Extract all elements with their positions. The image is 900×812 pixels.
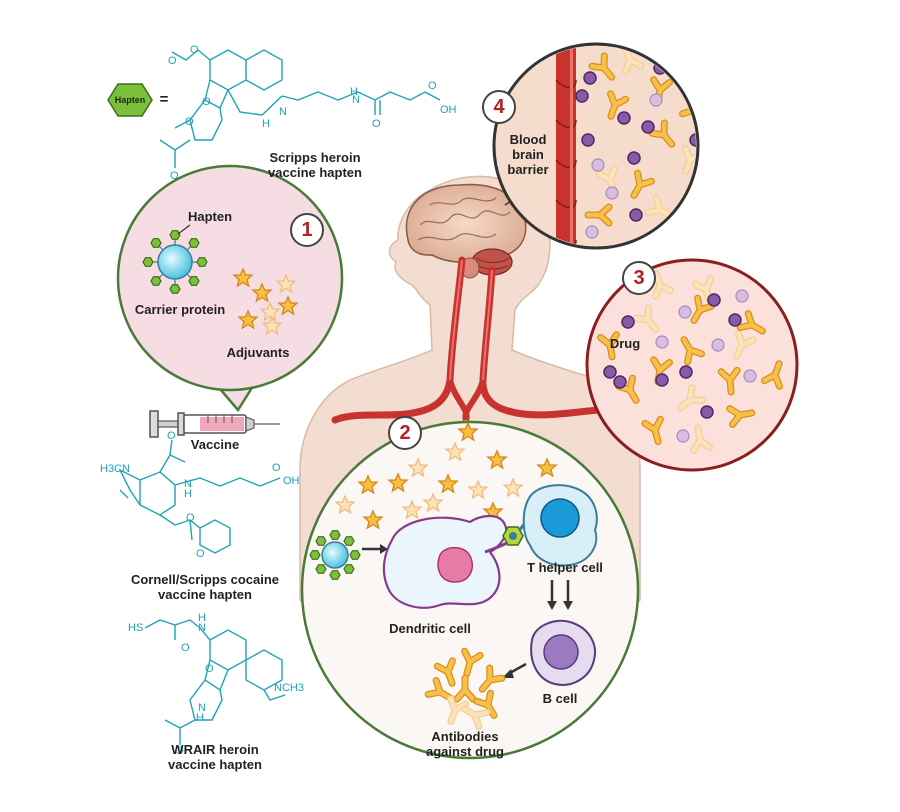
- dendritic-cell-label: Dendritic cell: [389, 621, 471, 636]
- scripps-heroin-caption: Scripps heroin vaccine hapten: [268, 150, 362, 180]
- cocaine-atom-o3: O: [186, 512, 195, 524]
- adjuvants-label: Adjuvants: [226, 345, 290, 360]
- cocaine-atom-oh: OH: [283, 475, 300, 487]
- step-4-badge: 4: [482, 90, 516, 124]
- scripps-atom-o2: O: [168, 55, 177, 67]
- carrier-protein-with-haptens: [142, 230, 208, 294]
- cocaine-atom-o1: O: [167, 430, 176, 442]
- antibodies-label: Antibodies against drug: [425, 729, 504, 759]
- cocaine-atom-o4: O: [196, 548, 205, 560]
- scripps-atom-h1: H: [262, 118, 270, 130]
- step-3-badge: 3: [622, 261, 656, 295]
- cocaine-atom-h3c: H3C: [100, 463, 123, 475]
- hapten-label: Hapten: [187, 209, 233, 224]
- wrair-atom-h2: H: [196, 712, 204, 724]
- dendritic-nucleus: [437, 546, 474, 583]
- scripps-heroin-structure: [159, 49, 441, 168]
- cocaine-atom-o2: O: [272, 462, 281, 474]
- wrair-heroin-structure: [144, 619, 286, 745]
- wrair-atom-o2: O: [205, 663, 214, 675]
- cocaine-atom-n2: N: [184, 478, 192, 490]
- wrair-atom-n2: N: [198, 702, 206, 714]
- wrair-atom-o3: O: [175, 745, 184, 757]
- scripps-atom-o3: O: [202, 96, 211, 108]
- scripps-atom-o5: O: [372, 118, 381, 130]
- hapten-badge: [107, 83, 153, 117]
- scripps-atom-o6: O: [428, 80, 437, 92]
- scripps-atom-o4: O: [185, 116, 194, 128]
- wrair-atom-n1: N: [198, 622, 206, 634]
- wrair-atom-h1: H: [198, 612, 206, 624]
- vaccine-components-panel: [116, 164, 344, 392]
- step-1-badge: 1: [290, 213, 324, 247]
- wrair-atom-o1: O: [181, 642, 190, 654]
- cocaine-atom-n1: N: [122, 463, 130, 475]
- wrair-atom-hs: HS: [128, 622, 144, 634]
- step-2-badge: 2: [388, 416, 422, 450]
- scripps-atom-oh: OH: [440, 104, 457, 116]
- t-helper-nucleus: [540, 498, 580, 538]
- scripps-atom-o7: O: [170, 170, 179, 182]
- vaccine-syringe: [149, 410, 280, 438]
- vaccine-label: Vaccine: [190, 437, 240, 452]
- cornell-cocaine-caption: Cornell/Scripps cocaine vaccine hapten: [130, 572, 280, 602]
- scripps-atom-nh: N: [352, 94, 360, 106]
- brain: [405, 183, 527, 264]
- hapten-badge-label: Hapten: [114, 95, 146, 105]
- scripps-atom-o1: O: [190, 44, 199, 56]
- hapten-equals-sign: =: [159, 91, 169, 108]
- b-cell-label: B cell: [542, 691, 578, 706]
- t-helper-cell-label: T helper cell: [527, 560, 603, 575]
- carrier-protein-label: Carrier protein: [134, 302, 226, 317]
- vaccine-particle: [309, 530, 361, 580]
- wrair-atom-nch3: NCH3: [274, 682, 304, 694]
- cocaine-atom-h: H: [184, 488, 192, 500]
- scripps-atom-n: N: [279, 106, 287, 118]
- drug-label: Drug: [609, 336, 641, 351]
- scripps-atom-h2: H: [350, 86, 358, 98]
- blood-brain-barrier-label: Blood brain barrier: [507, 132, 549, 177]
- cornell-cocaine-structure: [118, 439, 281, 554]
- b-cell-nucleus: [543, 634, 579, 670]
- wrair-heroin-caption: WRAIR heroin vaccine hapten: [168, 742, 262, 772]
